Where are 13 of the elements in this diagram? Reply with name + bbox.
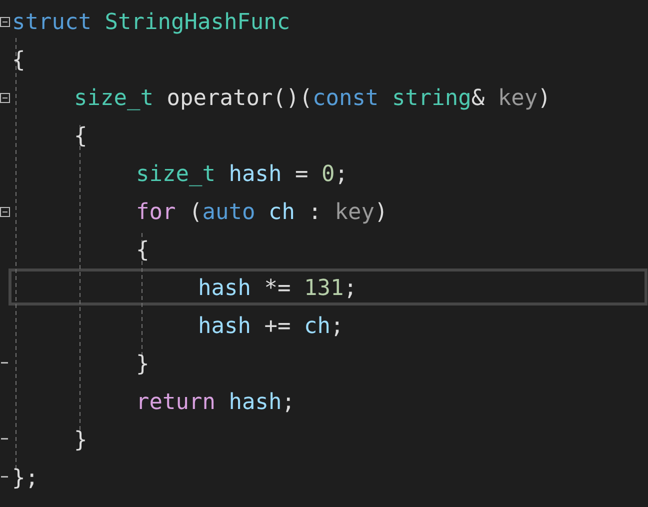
- code-line: struct StringHashFunc: [12, 9, 290, 37]
- code-line: {: [74, 123, 88, 151]
- code-line: {: [136, 237, 150, 265]
- code-line: size_t operator()(const string& key): [74, 85, 551, 113]
- code-line: }: [74, 427, 88, 455]
- code-line: {: [12, 47, 26, 75]
- code-line: };: [12, 465, 38, 493]
- code-line: for (auto ch : key): [136, 199, 388, 227]
- code-line: size_t hash = 0;: [136, 161, 348, 189]
- code-line: hash *= 131;: [198, 275, 357, 303]
- code-line: return hash;: [136, 389, 295, 417]
- code-line: hash += ch;: [198, 313, 344, 341]
- code-line: }: [136, 351, 150, 379]
